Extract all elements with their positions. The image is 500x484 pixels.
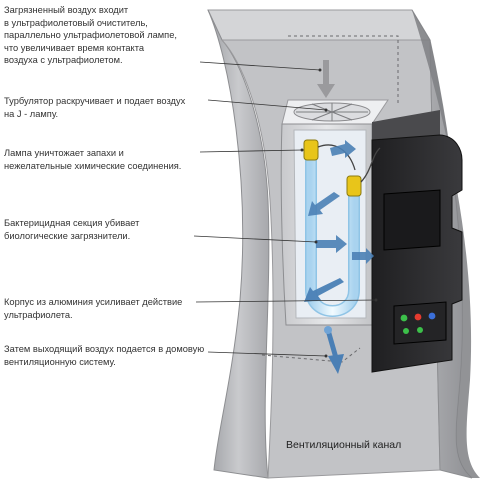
annotation-air-intake: Загрязненный воздух входит в ультрафиоле… bbox=[4, 5, 177, 65]
leader-lines bbox=[193, 61, 378, 358]
annotation-bactericidal-section: Бактерицидная секция убивает биологическ… bbox=[4, 218, 140, 241]
outlet-airflow-arrow bbox=[324, 326, 344, 374]
indicator-lights bbox=[400, 312, 436, 334]
annotation-lamp: Лампа уничтожает запахи и нежелательные … bbox=[4, 148, 182, 171]
annotation-turbulator: Турбулятор раскручивает и подает воздух … bbox=[4, 96, 186, 119]
annotation-air-outlet: Затем выходящий воздух подается в домову… bbox=[4, 344, 205, 367]
blue-indicator-icon bbox=[428, 312, 436, 320]
green-indicator-icon bbox=[417, 327, 423, 333]
control-box bbox=[371, 110, 463, 373]
green-indicator-icon bbox=[403, 328, 409, 334]
annotation-aluminum-housing: Корпус из алюминия усиливает действие ул… bbox=[4, 297, 183, 320]
green-indicator-icon bbox=[400, 314, 408, 322]
airflow-arrows bbox=[304, 140, 374, 302]
red-indicator-icon bbox=[414, 313, 422, 321]
duct-caption: Вентиляционный канал bbox=[286, 439, 402, 451]
inlet-airflow-arrow bbox=[317, 60, 335, 98]
turbulator bbox=[281, 99, 389, 125]
